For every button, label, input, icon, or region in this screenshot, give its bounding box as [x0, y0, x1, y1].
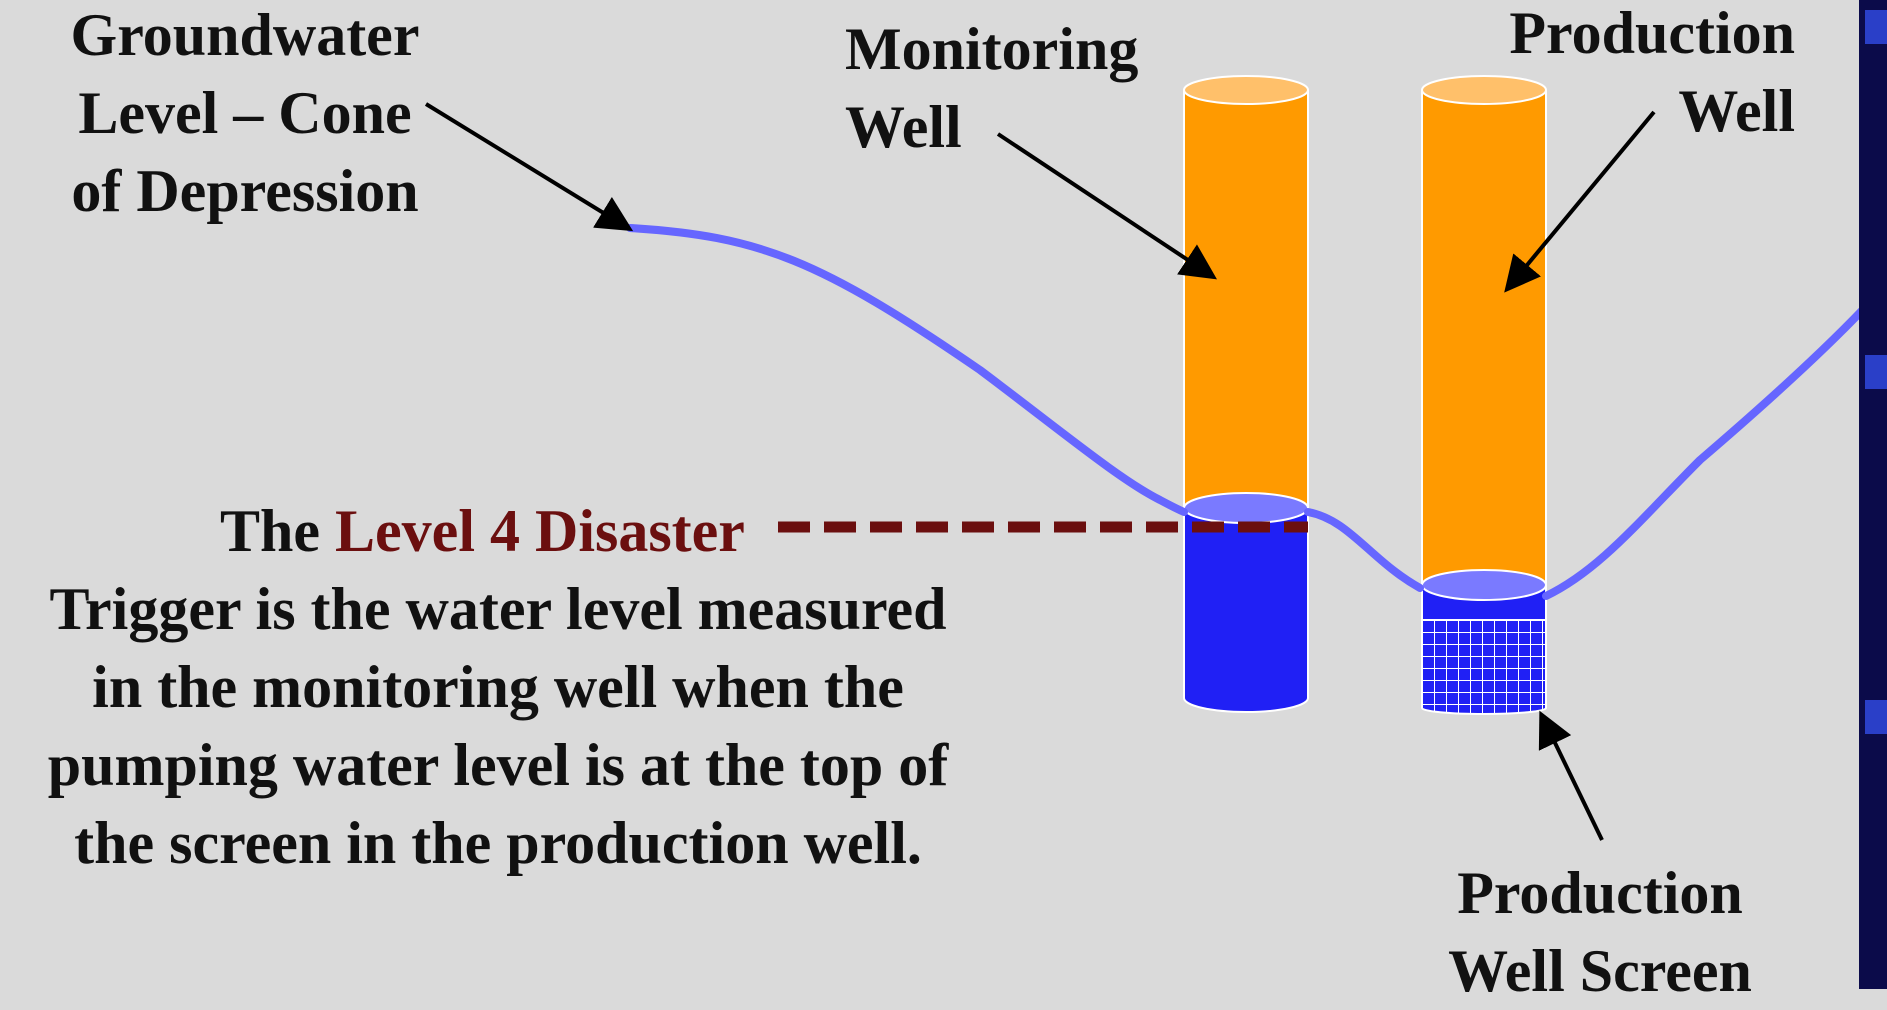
- production-well-water-surface: [1421, 569, 1547, 601]
- groundwater-level-curve: [626, 224, 1188, 516]
- monitoring-well-arrow: [996, 132, 1217, 280]
- groundwater-level-curve-middle: [1304, 508, 1424, 592]
- production-well-arrow: [1504, 110, 1656, 293]
- production-well: [1421, 75, 1547, 715]
- monitoring-well-water-surface: [1183, 492, 1309, 524]
- production-well-screen-label-line-2: Well Screen: [1448, 938, 1752, 1004]
- monitoring-well-top: [1183, 75, 1309, 105]
- side-border-notch: [1865, 10, 1887, 44]
- production-well-top: [1421, 75, 1547, 105]
- groundwater-label-line-1: Groundwater: [70, 2, 420, 68]
- side-border-notch: [1865, 700, 1887, 734]
- trigger-line-2: in the monitoring well when the: [92, 654, 904, 720]
- trigger-line-1: Trigger is the water level measured: [49, 576, 947, 642]
- level-4-disaster-highlight: Level 4 Disaster: [335, 498, 745, 564]
- slide-side-border: [1859, 0, 1887, 989]
- side-border-notch: [1865, 355, 1887, 389]
- production-well-label-line-1: Production: [1509, 0, 1795, 66]
- cone-of-depression-diagram: [424, 75, 1876, 841]
- production-well-casing: [1422, 90, 1546, 585]
- groundwater-level-curve-right: [1542, 296, 1876, 600]
- production-well-label-line-2: Well: [1678, 78, 1795, 144]
- production-well-label: Production Well: [1509, 0, 1795, 150]
- production-well-screen: [1421, 619, 1547, 715]
- trigger-line-3: pumping water level is at the top of: [47, 732, 949, 798]
- groundwater-label-line-3: of Depression: [71, 158, 419, 224]
- monitoring-well: [1183, 75, 1309, 713]
- monitoring-well-label-line-2: Well: [845, 94, 962, 160]
- trigger-heading-line: The Level 4 Disaster: [0, 492, 996, 570]
- trigger-prefix: The: [220, 498, 336, 564]
- groundwater-label-line-2: Level – Cone: [78, 80, 412, 146]
- monitoring-well-water: [1184, 508, 1308, 712]
- groundwater-level-label: Groundwater Level – Cone of Depression: [40, 0, 450, 230]
- monitoring-well-casing: [1184, 90, 1308, 508]
- trigger-line-4: the screen in the production well.: [74, 810, 922, 876]
- monitoring-well-label-line-1: Monitoring: [845, 16, 1139, 82]
- level-4-trigger-explanation: The Level 4 Disaster Trigger is the wate…: [0, 492, 996, 882]
- production-well-screen-arrow: [1538, 710, 1604, 841]
- groundwater-arrow: [424, 102, 634, 232]
- production-well-screen-label-line-1: Production: [1457, 860, 1743, 926]
- monitoring-well-label: Monitoring Well: [845, 10, 1138, 166]
- production-well-screen-label: Production Well Screen: [1430, 854, 1770, 1010]
